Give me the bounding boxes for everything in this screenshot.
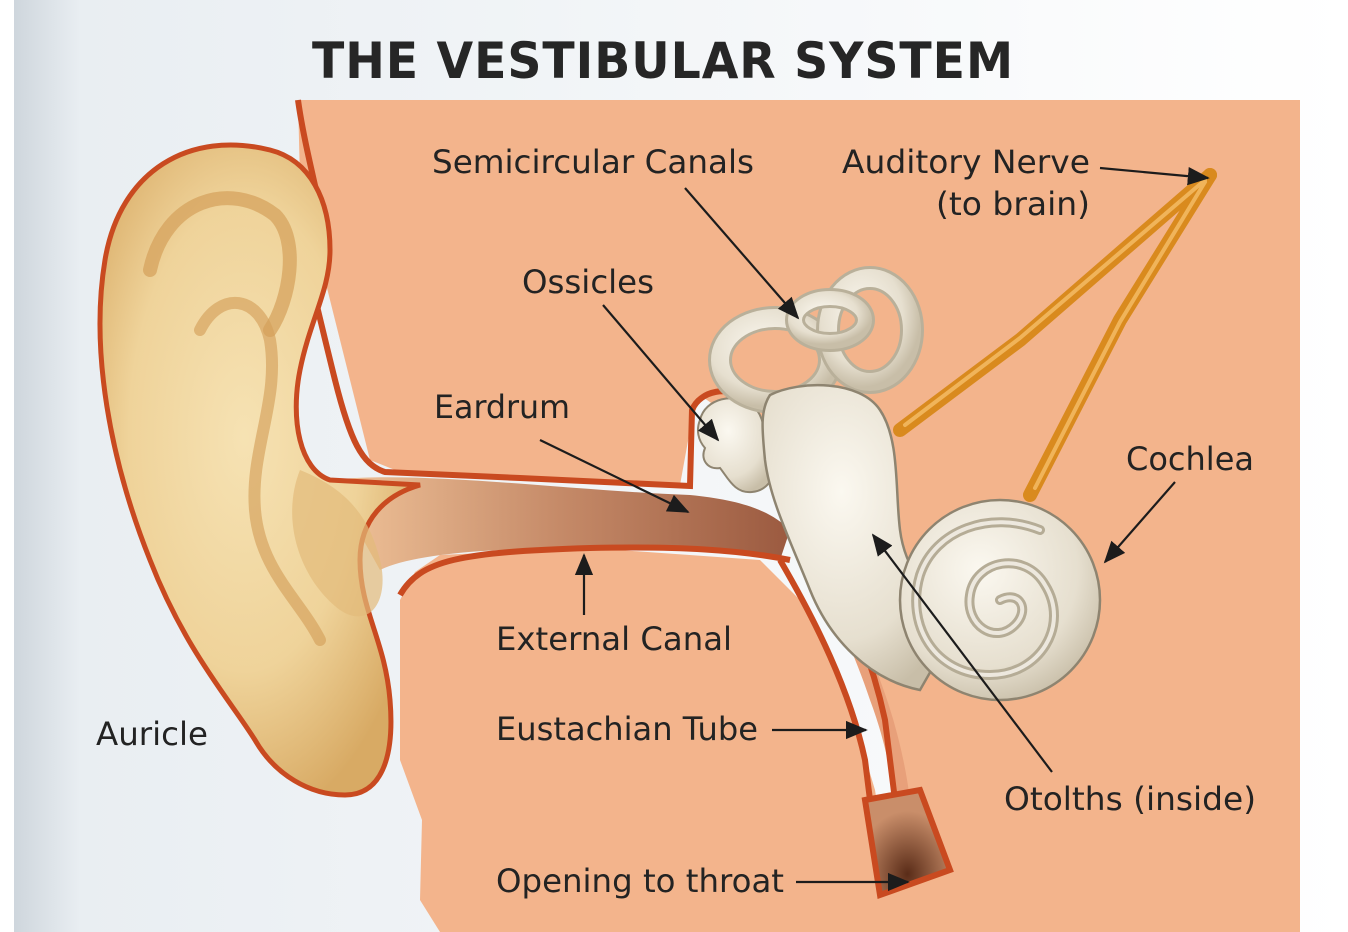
label-external-canal: External Canal xyxy=(496,620,732,658)
label-eardrum: Eardrum xyxy=(434,388,570,426)
label-opening-to-throat: Opening to throat xyxy=(496,862,784,900)
label-ossicles: Ossicles xyxy=(522,263,654,301)
cochlea-shape xyxy=(900,500,1100,700)
label-eustachian-tube: Eustachian Tube xyxy=(496,710,758,748)
label-auricle: Auricle xyxy=(96,715,208,753)
diagram-title: THE VESTIBULAR SYSTEM xyxy=(312,32,1014,90)
label-auditory-nerve-sub: (to brain) xyxy=(936,185,1090,223)
label-otoliths: Otolths (inside) xyxy=(1004,780,1256,818)
label-auditory-nerve: Auditory Nerve xyxy=(842,143,1090,181)
left-binding-edge xyxy=(0,0,14,932)
label-cochlea: Cochlea xyxy=(1126,440,1254,478)
label-semicircular-canals: Semicircular Canals xyxy=(432,143,754,181)
